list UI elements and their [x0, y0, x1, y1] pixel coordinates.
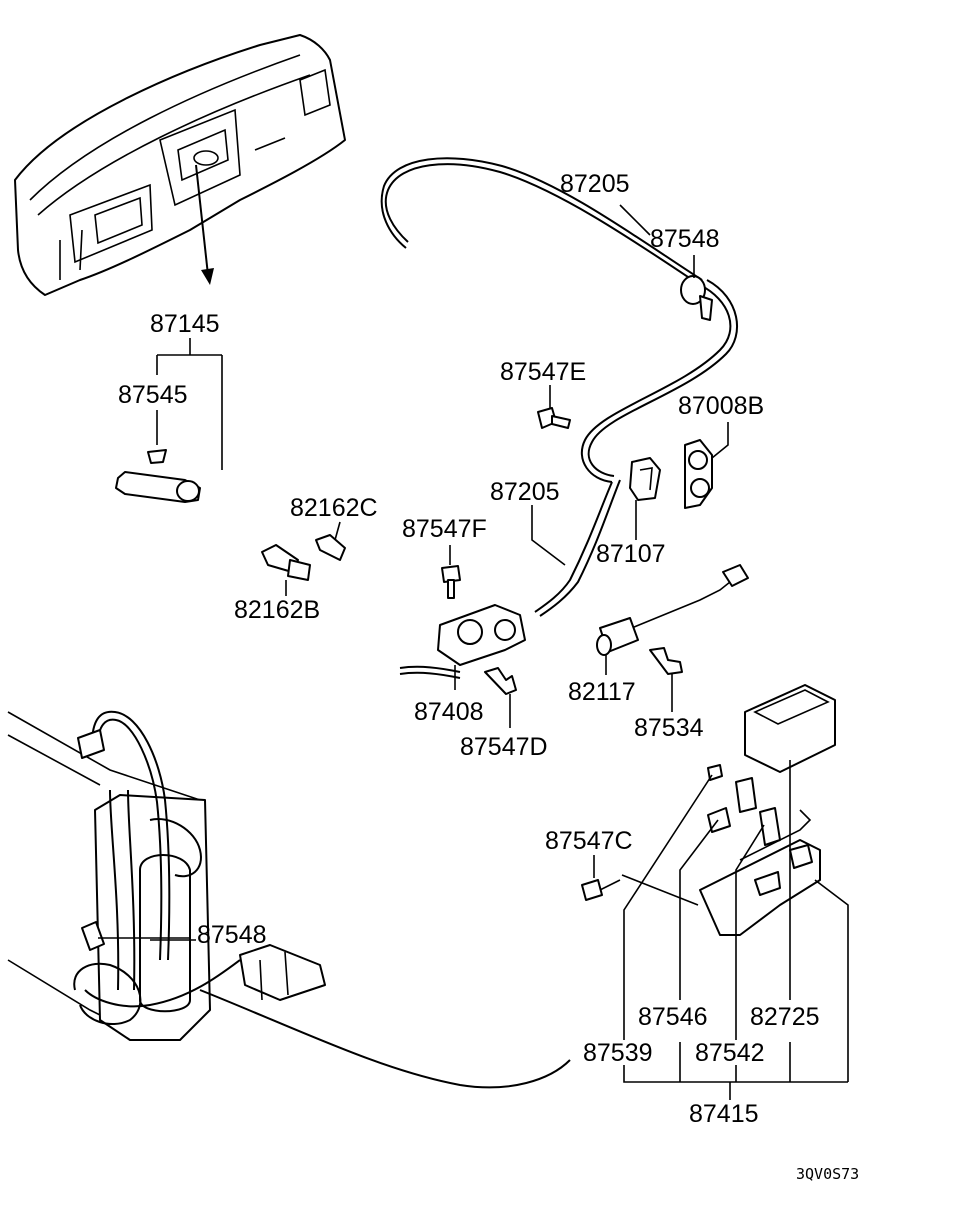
part-87008B [684, 422, 729, 509]
label-82162C: 82162C [290, 494, 378, 522]
label-87548-low: 87548 [197, 921, 267, 949]
part-87145-assembly [115, 338, 223, 503]
leader-lines [150, 505, 566, 941]
relay-box-assembly [581, 684, 849, 1100]
label-87548-top: 87548 [650, 225, 720, 253]
label-87545: 87545 [118, 381, 188, 409]
label-87539: 87539 [583, 1039, 653, 1067]
sensors-82162 [261, 521, 346, 596]
dashboard-illustration [14, 34, 346, 296]
label-87542: 87542 [695, 1039, 765, 1067]
label-87205-top: 87205 [560, 170, 630, 198]
part-87107 [629, 457, 661, 540]
label-87107: 87107 [596, 540, 666, 568]
label-87205-mid: 87205 [490, 478, 560, 506]
actuator-87408 [399, 604, 526, 728]
label-87546: 87546 [638, 1003, 708, 1031]
bolt-87547E [537, 385, 571, 429]
label-82117: 82117 [568, 678, 636, 706]
label-87547D: 87547D [460, 733, 548, 761]
hose-87205 [380, 157, 739, 617]
reservoir-illustration [7, 710, 571, 1089]
label-87547F: 87547F [402, 515, 487, 543]
bolt-87547F [441, 545, 461, 599]
part-labels: 87145 87545 87205 87548 87547E 87008B 87… [118, 170, 859, 1183]
label-82725: 82725 [750, 1003, 820, 1031]
label-87415: 87415 [689, 1100, 759, 1128]
label-87547E: 87547E [500, 358, 586, 386]
part-82117-87534 [596, 564, 749, 712]
label-87534: 87534 [634, 714, 704, 742]
label-87145: 87145 [150, 310, 220, 338]
label-87008B: 87008B [678, 392, 764, 420]
label-87408: 87408 [414, 698, 484, 726]
diagram-code: 3QV0S73 [796, 1165, 859, 1183]
label-82162B: 82162B [234, 596, 320, 624]
label-87547C: 87547C [545, 827, 633, 855]
